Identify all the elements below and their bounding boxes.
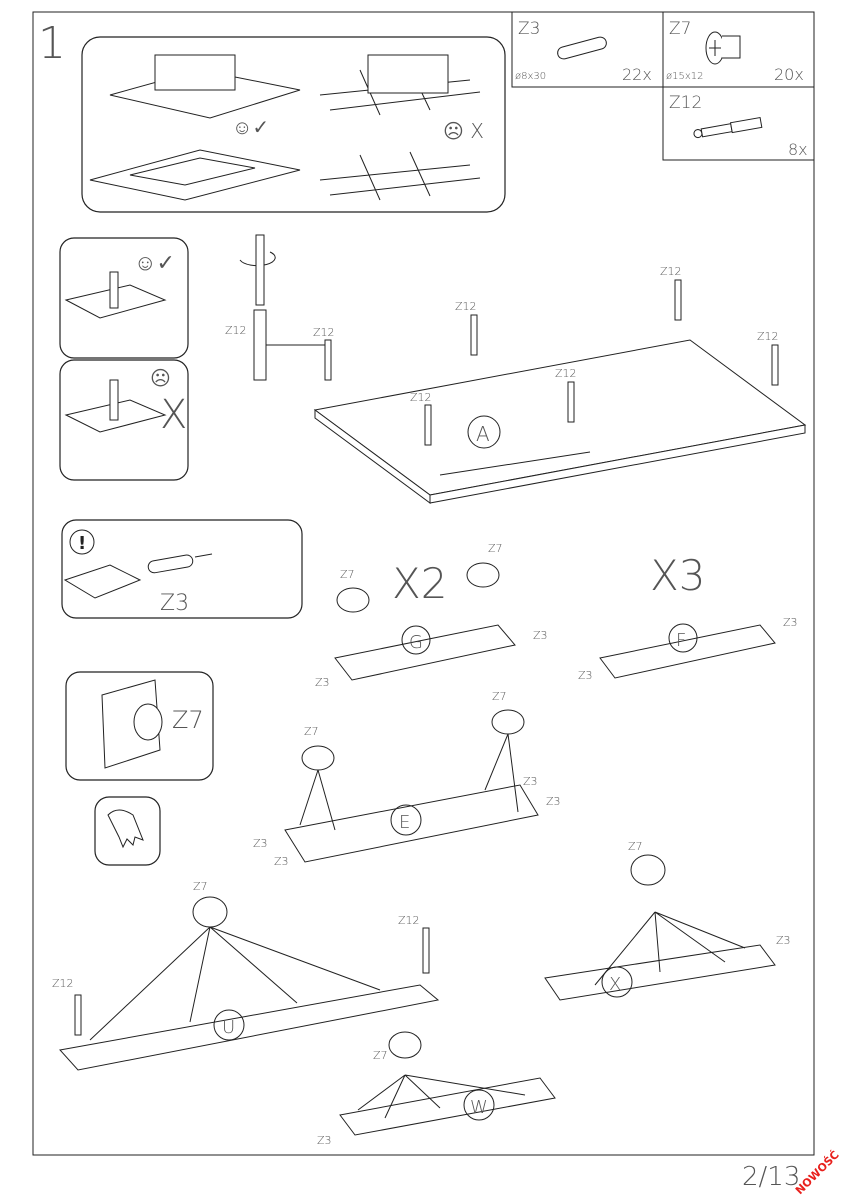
label-z12: Z12: [757, 330, 779, 343]
panel-g: G: [334, 562, 516, 681]
panel-e: E: [284, 709, 539, 863]
label-z7: Z7: [373, 1049, 388, 1062]
floor-protection-illustration: ☺✓ ☹ X: [81, 36, 506, 213]
label-z3: Z3: [578, 669, 593, 682]
label-z7: Z7: [492, 690, 507, 703]
label-z7: Z7: [304, 725, 319, 738]
tool-hand-icon: [94, 796, 161, 866]
part-size-z3: ø8x30: [515, 71, 546, 82]
label-z3: Z3: [160, 591, 189, 616]
panel-label-g: G: [409, 632, 423, 653]
part-code-z12: Z12: [669, 93, 702, 113]
label-z7: Z7: [340, 568, 355, 581]
label-z12: Z12: [52, 977, 74, 990]
part-qty-z12: 8x: [788, 140, 808, 159]
part-size-z7: ø15x12: [666, 71, 704, 82]
wrong-icon: ☹ X: [443, 119, 484, 143]
part-code-z7: Z7: [669, 19, 691, 39]
dowel-warning-illustration: ! Z3: [61, 519, 303, 619]
connector-bolt-icon: [693, 116, 763, 139]
label-z7: Z7: [628, 840, 643, 853]
step-number: 1: [38, 18, 66, 69]
label-z3: Z3: [783, 616, 798, 629]
label-z3: Z3: [776, 934, 791, 947]
panel-label-f: F: [676, 630, 686, 651]
page-frame: [32, 11, 815, 1156]
quantity-x3: X3: [650, 551, 706, 600]
label-z3: Z3: [274, 855, 289, 868]
part-qty-z7: 20x: [774, 65, 804, 84]
label-z3: Z3: [253, 837, 268, 850]
bolt-wrong-illustration: ☹ X: [59, 359, 189, 481]
label-z7: Z7: [193, 880, 208, 893]
label-z12: Z12: [225, 324, 247, 337]
label-z7: Z7: [172, 706, 204, 734]
panel-label-x: X: [609, 974, 621, 995]
cam-lock-icon: [705, 31, 741, 65]
quantity-x2: X2: [392, 559, 448, 608]
label-z7: Z7: [488, 542, 503, 555]
label-z3: Z3: [315, 676, 330, 689]
panel-x: X: [544, 854, 776, 1001]
connector-bolts: [324, 279, 779, 446]
label-z12: Z12: [313, 326, 335, 339]
label-z3: Z3: [546, 795, 561, 808]
warning-icon: !: [78, 533, 86, 554]
panel-u: U: [59, 896, 440, 1071]
panel-label-a: A: [476, 422, 490, 446]
page-number: 2/13: [742, 1162, 800, 1192]
part-code-z3: Z3: [518, 19, 540, 39]
correct-icon: ☺✓: [232, 115, 269, 139]
wrong-face-icon: ☹: [150, 366, 171, 390]
label-z12: Z12: [410, 391, 432, 404]
label-z3: Z3: [317, 1134, 332, 1147]
bolt-correct-illustration: ☺✓: [59, 237, 189, 359]
dowel-icon: [557, 36, 607, 60]
correct-icon: ☺✓: [134, 251, 175, 276]
label-z12: Z12: [660, 265, 682, 278]
part-qty-z3: 22x: [622, 65, 652, 84]
label-z12: Z12: [455, 300, 477, 313]
cam-lock-detail-illustration: Z7: [65, 671, 214, 781]
panel-label-u: U: [222, 1017, 235, 1038]
label-z3: Z3: [523, 775, 538, 788]
label-z3: Z3: [533, 629, 548, 642]
panel-f: F: [599, 623, 776, 679]
panel-w: W: [339, 1031, 556, 1136]
parts-table: Z3 ø8x30 22x Z7 ø15x12 20x Z12 8x: [511, 11, 815, 161]
wrong-x-icon: X: [160, 392, 187, 438]
panel-label-e: E: [399, 812, 410, 833]
panel-a: A: [313, 339, 807, 504]
screwdriver-icon: [239, 234, 331, 381]
label-z12: Z12: [555, 367, 577, 380]
panel-label-w: W: [470, 1097, 488, 1118]
label-z12: Z12: [398, 914, 420, 927]
